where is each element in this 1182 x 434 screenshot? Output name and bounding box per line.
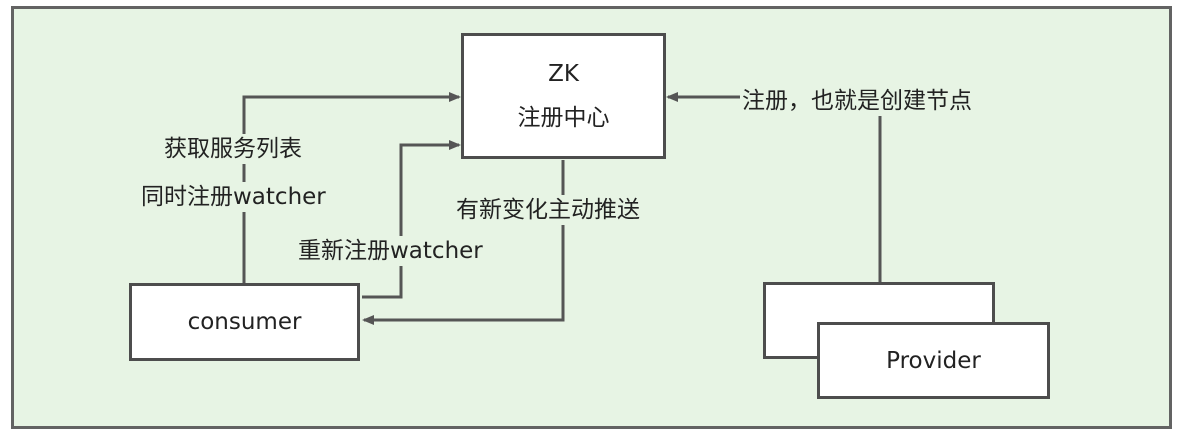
edge-label-register: 注册，也就是创建节点 [740,86,974,116]
edge-label-push: 有新变化主动推送 [454,195,642,225]
edge-reregister-watcher [362,140,461,299]
edge-label-register-watcher: 同时注册watcher [139,182,328,212]
edge-label-get-services: 获取服务列表 [162,134,304,164]
consumer-label: consumer [187,309,302,335]
edge-register-provider [666,92,882,282]
zk-subtitle: 注册中心 [517,105,610,131]
edge-label-reregister: 重新注册watcher [296,236,485,266]
zk-title: ZK [548,61,579,87]
provider-label: Provider [886,347,981,374]
provider-node: Provider [817,322,1050,399]
consumer-node: consumer [129,283,360,361]
zk-registry-node: ZK 注册中心 [461,33,666,159]
edge-get-services [242,92,461,283]
